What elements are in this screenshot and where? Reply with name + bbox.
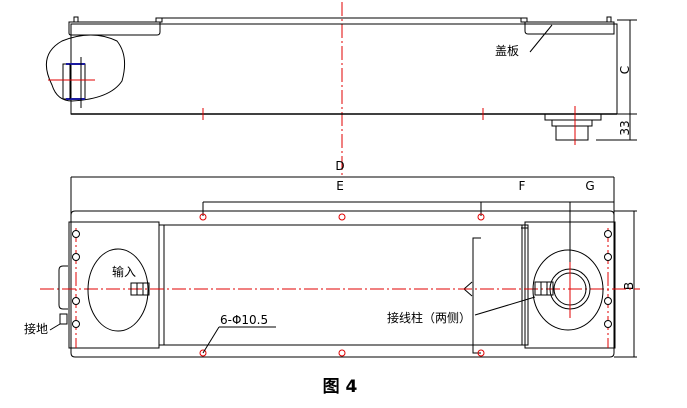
figure-caption: 图 4 (323, 377, 358, 397)
hole (199, 213, 207, 221)
hole (338, 213, 346, 221)
input-label: 输入 (112, 264, 136, 279)
terminal-leader (474, 296, 536, 316)
bolt (604, 297, 612, 305)
dim-c-label: C (618, 66, 632, 74)
dim-b-label: B (622, 282, 636, 290)
bolt (72, 253, 80, 261)
bolt (604, 320, 612, 328)
body-side (70, 23, 618, 115)
end-plate-right (524, 221, 616, 349)
bolt (72, 297, 80, 305)
cover-plate-right (524, 21, 615, 35)
ground-label: 接地 (24, 321, 48, 336)
dim-g-label: G (585, 179, 594, 193)
mounting-holes (72, 213, 612, 357)
end-plate-left (68, 221, 160, 349)
output-cover-oval (532, 249, 604, 331)
dim-d-label: D (335, 159, 344, 173)
output-terminal (534, 281, 554, 296)
dim-33-label: 33 (618, 120, 632, 135)
cover-leader (529, 24, 553, 53)
bolt (72, 230, 80, 238)
hole (199, 349, 207, 357)
terminal-label: 接线柱（两侧） (387, 310, 471, 325)
dim-e-label: E (336, 179, 344, 193)
cover-plate-label: 盖板 (495, 44, 519, 58)
dim-f-label: F (519, 179, 526, 193)
hole (477, 213, 485, 221)
connector-side (62, 63, 86, 100)
bolt (604, 253, 612, 261)
hole (477, 349, 485, 357)
side-connector (58, 265, 68, 310)
bolt (72, 320, 80, 328)
main-tube (158, 224, 529, 346)
base-frame (70, 210, 615, 358)
bottom-view: D E F G B (24, 159, 640, 358)
ground-terminal (59, 313, 68, 325)
cover-plate-left (68, 21, 161, 36)
bolt (604, 230, 612, 238)
holes-label: 6-Φ10.5 (220, 313, 268, 327)
hole (338, 349, 346, 357)
input-cover-oval (87, 248, 149, 332)
detail-oval (45, 34, 126, 102)
top-view: 盖板 C 33 (45, 2, 637, 178)
bottom-connector (544, 106, 602, 145)
input-terminal (130, 282, 150, 296)
